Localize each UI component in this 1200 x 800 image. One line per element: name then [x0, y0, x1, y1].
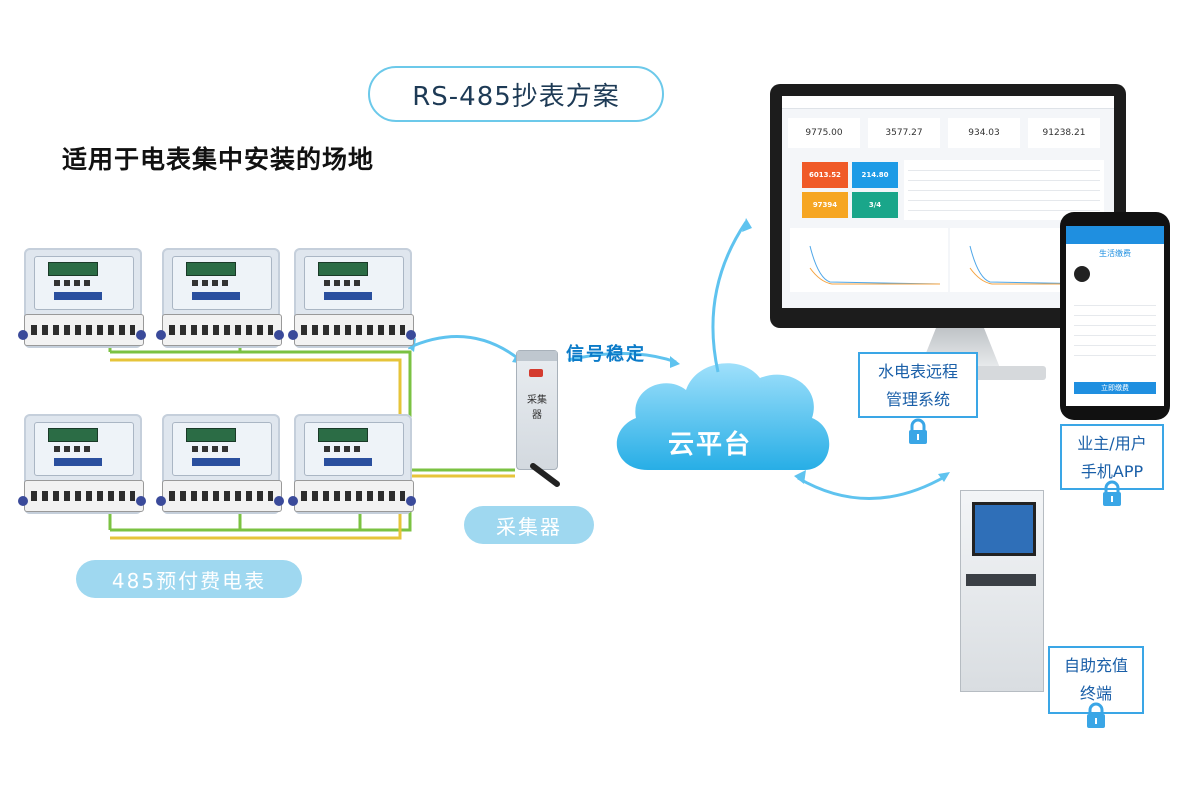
- wire-green-top: [110, 350, 515, 472]
- kiosk-screen: [972, 502, 1036, 556]
- cloud-icon: [616, 363, 830, 470]
- meter-1: [18, 248, 146, 348]
- mgmt-system-box: 水电表远程 管理系统: [858, 352, 978, 446]
- meter-6: [288, 414, 416, 514]
- collector-label: 采集器: [464, 506, 594, 544]
- tile-2: 214.80: [852, 162, 898, 188]
- pay-button[interactable]: 立即缴费: [1074, 382, 1156, 394]
- antenna-icon: [530, 463, 560, 487]
- lock-icon: [909, 418, 927, 444]
- meter-3: [288, 248, 416, 348]
- indicator-led-icon: [529, 369, 543, 377]
- lock-icon: [1103, 480, 1121, 506]
- tile-3: 97394: [802, 192, 848, 218]
- bidirectional-arrow-icon: [407, 221, 947, 500]
- phone: 生活缴费 立即缴费: [1060, 212, 1170, 420]
- tile-1: 6013.52: [802, 162, 848, 188]
- kiosk-line2: 终端: [1079, 684, 1112, 703]
- dashboard-header: [782, 96, 1114, 109]
- cloud-label: 云平台: [668, 430, 753, 460]
- kiosk-box: 自助充值 终端: [1048, 646, 1144, 730]
- stat-1: 9775.00: [788, 118, 860, 148]
- kiosk-terminal: [946, 490, 1056, 700]
- page-subtitle: 适用于电表集中安装的场地: [62, 145, 375, 174]
- mgmt-system-line1: 水电表远程: [877, 362, 958, 381]
- tile-4: 3/4: [852, 192, 898, 218]
- stat-2: 3577.27: [868, 118, 940, 148]
- collector-device-text: 采集器: [527, 395, 547, 421]
- collector-device: 采集器: [516, 350, 558, 470]
- stat-4: 91238.21: [1028, 118, 1100, 148]
- kiosk-line1: 自助充值: [1063, 656, 1128, 675]
- signal-label: 信号稳定: [566, 344, 646, 365]
- owner-app-box: 业主/用户 手机APP: [1060, 424, 1164, 508]
- phone-info-list: [1074, 296, 1156, 356]
- bolt-icon: [1074, 266, 1090, 282]
- phone-header: 生活缴费: [1099, 249, 1131, 258]
- meters-label: 485预付费电表: [76, 560, 302, 598]
- kiosk-slot: [966, 574, 1036, 586]
- meter-2: [156, 248, 284, 348]
- owner-app-line2: 手机APP: [1080, 462, 1144, 481]
- meter-5: [156, 414, 284, 514]
- lock-icon: [1087, 702, 1105, 728]
- mgmt-system-line2: 管理系统: [885, 390, 950, 409]
- phone-topbar: [1066, 226, 1164, 244]
- page-title: RS-485抄表方案: [368, 66, 664, 122]
- dashboard-plot-1: [790, 228, 948, 292]
- phone-screen: 生活缴费 立即缴费: [1066, 226, 1164, 406]
- monitor: 9775.00 3577.27 934.03 91238.21 6013.52 …: [770, 84, 1126, 328]
- stat-3: 934.03: [948, 118, 1020, 148]
- owner-app-line1: 业主/用户: [1077, 434, 1147, 453]
- dashboard-table: [904, 160, 1104, 220]
- meter-4: [18, 414, 146, 514]
- dashboard-screen: 9775.00 3577.27 934.03 91238.21 6013.52 …: [782, 96, 1114, 308]
